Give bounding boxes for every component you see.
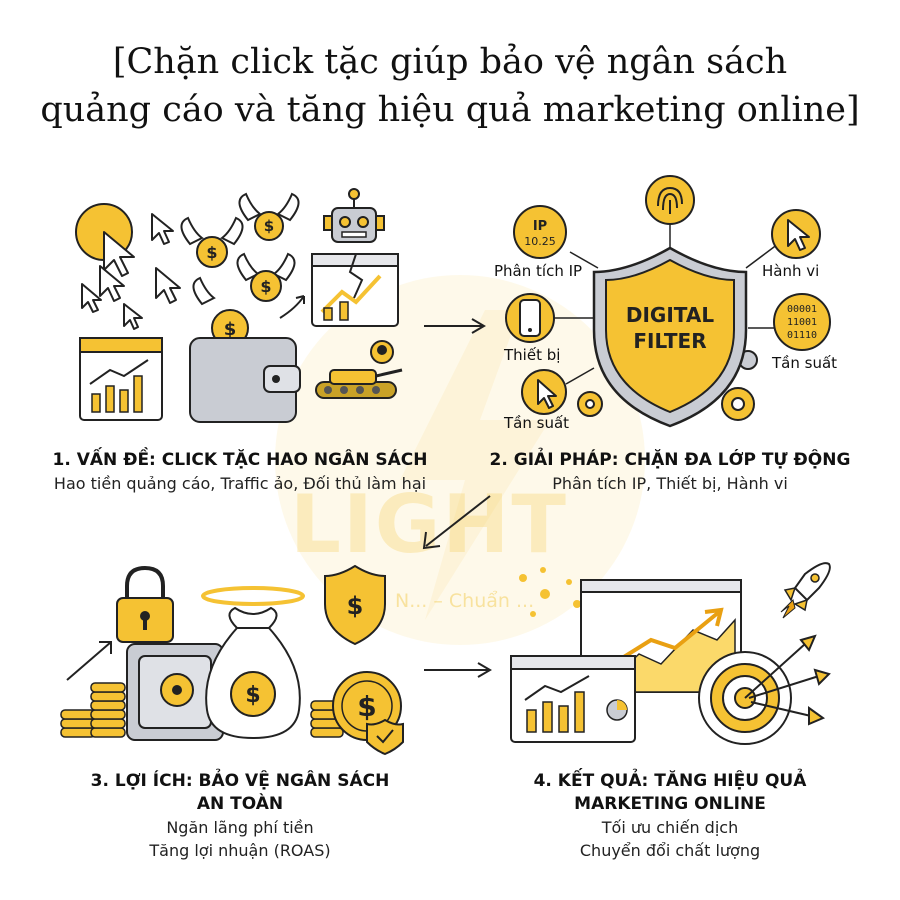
- svg-text:FILTER: FILTER: [633, 329, 706, 353]
- ip-address-icon: IP 10.25: [513, 205, 567, 259]
- panel-solution-text: Phân tích IP, Thiết bị, Hành vi: [552, 474, 788, 493]
- panel-problem: $ $ $ $: [60, 180, 420, 440]
- panel-benefit-caption: 3. LỢI ÍCH: BẢO VỆ NGÂN SÁCH AN TOÀN Ngă…: [30, 770, 450, 862]
- svg-text:$: $: [245, 683, 260, 708]
- watermark-subtext: N... – Chuẩn ...: [395, 590, 535, 612]
- analytics-window-icon: [510, 655, 636, 743]
- coin-stack-icons: [60, 682, 344, 738]
- svg-text:01110: 01110: [787, 330, 817, 341]
- panel-benefit-text-1: Ngăn lãng phí tiền: [166, 818, 314, 837]
- svg-text:DIGITAL: DIGITAL: [626, 303, 714, 327]
- panel-benefit-heading-line-2: AN TOÀN: [196, 794, 284, 814]
- panel-benefit-text-2: Tăng lợi nhuận (ROAS): [149, 841, 331, 860]
- svg-text:00001: 00001: [787, 304, 817, 315]
- label-device: Thiết bị: [504, 346, 561, 364]
- money-bag-icon: $: [205, 606, 301, 740]
- gear-icons: [577, 350, 758, 421]
- svg-text:$: $: [357, 690, 376, 723]
- arrow-down-left-icon: [422, 495, 491, 550]
- digital-filter-shield-icon: DIGITAL FILTER: [592, 246, 748, 428]
- panel-benefit: $ $ $: [55, 560, 425, 760]
- svg-text:$: $: [347, 592, 364, 620]
- svg-text:$: $: [224, 319, 237, 340]
- panel-problem-text: Hao tiền quảng cáo, Traffic ảo, Đối thủ …: [53, 474, 427, 493]
- flying-coin-icons: $ $ $ $: [180, 192, 300, 347]
- title-line-2: quảng cáo và tăng hiệu quả marketing onl…: [40, 90, 860, 130]
- rocket-icon: [780, 562, 831, 619]
- panel-solution-heading: 2. GIẢI PHÁP: CHẶN ĐA LỚP TỰ ĐỘNG: [489, 450, 851, 470]
- panel-result: [505, 560, 855, 760]
- benefit-illustration: $ $ $: [60, 564, 404, 756]
- panel-solution-caption: 2. GIẢI PHÁP: CHẶN ĐA LỚP TỰ ĐỘNG Phân t…: [460, 449, 880, 495]
- svg-text:$: $: [206, 243, 217, 262]
- svg-text:10.25: 10.25: [524, 235, 556, 248]
- fingerprint-icon: [645, 175, 695, 225]
- arrow-right-icon: [424, 318, 486, 334]
- label-ip-analysis: Phân tích IP: [494, 262, 583, 280]
- panel-problem-caption: 1. VẤN ĐỀ: CLICK TẶC HAO NGÂN SÁCH Hao t…: [30, 449, 450, 495]
- result-illustration: [510, 562, 831, 745]
- safe-icon: [126, 643, 224, 741]
- panel-solution: IP 10.25 00001 11001 01110: [490, 172, 860, 442]
- robot-icon: [323, 188, 385, 243]
- behavior-cursor-icon: [771, 209, 821, 259]
- click-burst-icon: [75, 203, 135, 277]
- panel-result-heading-line-2: MARKETING ONLINE: [574, 794, 766, 814]
- gold-coin-icon: $: [332, 671, 404, 756]
- device-phone-icon: [505, 293, 555, 343]
- label-frequency-left: Tần suất: [504, 414, 570, 432]
- panel-benefit-heading-line-1: 3. LỢI ÍCH: BẢO VỆ NGÂN SÁCH: [90, 771, 390, 791]
- page-title: [Chặn click tặc giúp bảo vệ ngân sách qu…: [0, 38, 900, 134]
- broken-chart-window-icon: [311, 253, 399, 327]
- svg-text:$: $: [264, 217, 274, 235]
- frequency-cursor-icon: [521, 369, 567, 415]
- halo-icon: [201, 586, 305, 606]
- svg-text:$: $: [260, 277, 271, 296]
- wallet-icon: [189, 337, 301, 423]
- title-line-1: [Chặn click tặc giúp bảo vệ ngân sách: [112, 42, 788, 82]
- watermark-text: LIGHT: [290, 478, 568, 571]
- cursor-icons: [81, 213, 181, 330]
- tank-icon: [315, 368, 403, 399]
- label-frequency-right: Tần suất: [772, 354, 838, 372]
- problem-illustration: $ $ $ $: [75, 188, 403, 423]
- svg-text:IP: IP: [533, 219, 547, 234]
- panel-result-text-2: Chuyển đổi chất lượng: [579, 841, 761, 860]
- padlock-icon: [116, 565, 174, 643]
- dollar-shield-icon: $: [324, 564, 386, 646]
- panel-problem-heading: 1. VẤN ĐỀ: CLICK TẶC HAO NGÂN SÁCH: [52, 450, 428, 470]
- arrow-right-2-icon: [424, 662, 492, 678]
- svg-text:11001: 11001: [787, 317, 817, 328]
- skull-badge-icon: [370, 340, 394, 364]
- panel-result-heading-line-1: 4. KẾT QUẢ: TĂNG HIỆU QUẢ: [533, 771, 807, 791]
- solution-illustration: IP 10.25 00001 11001 01110: [505, 175, 831, 428]
- panel-result-caption: 4. KẾT QUẢ: TĂNG HIỆU QUẢ MARKETING ONLI…: [460, 770, 880, 862]
- dart-arrow-icons: [744, 634, 831, 726]
- label-behavior: Hành vi: [762, 262, 820, 280]
- panel-result-text-1: Tối ưu chiến dịch: [601, 818, 739, 837]
- binary-data-icon: 00001 11001 01110: [773, 293, 831, 351]
- sparkle-dots: [519, 567, 581, 617]
- chart-window-icon: [79, 337, 163, 421]
